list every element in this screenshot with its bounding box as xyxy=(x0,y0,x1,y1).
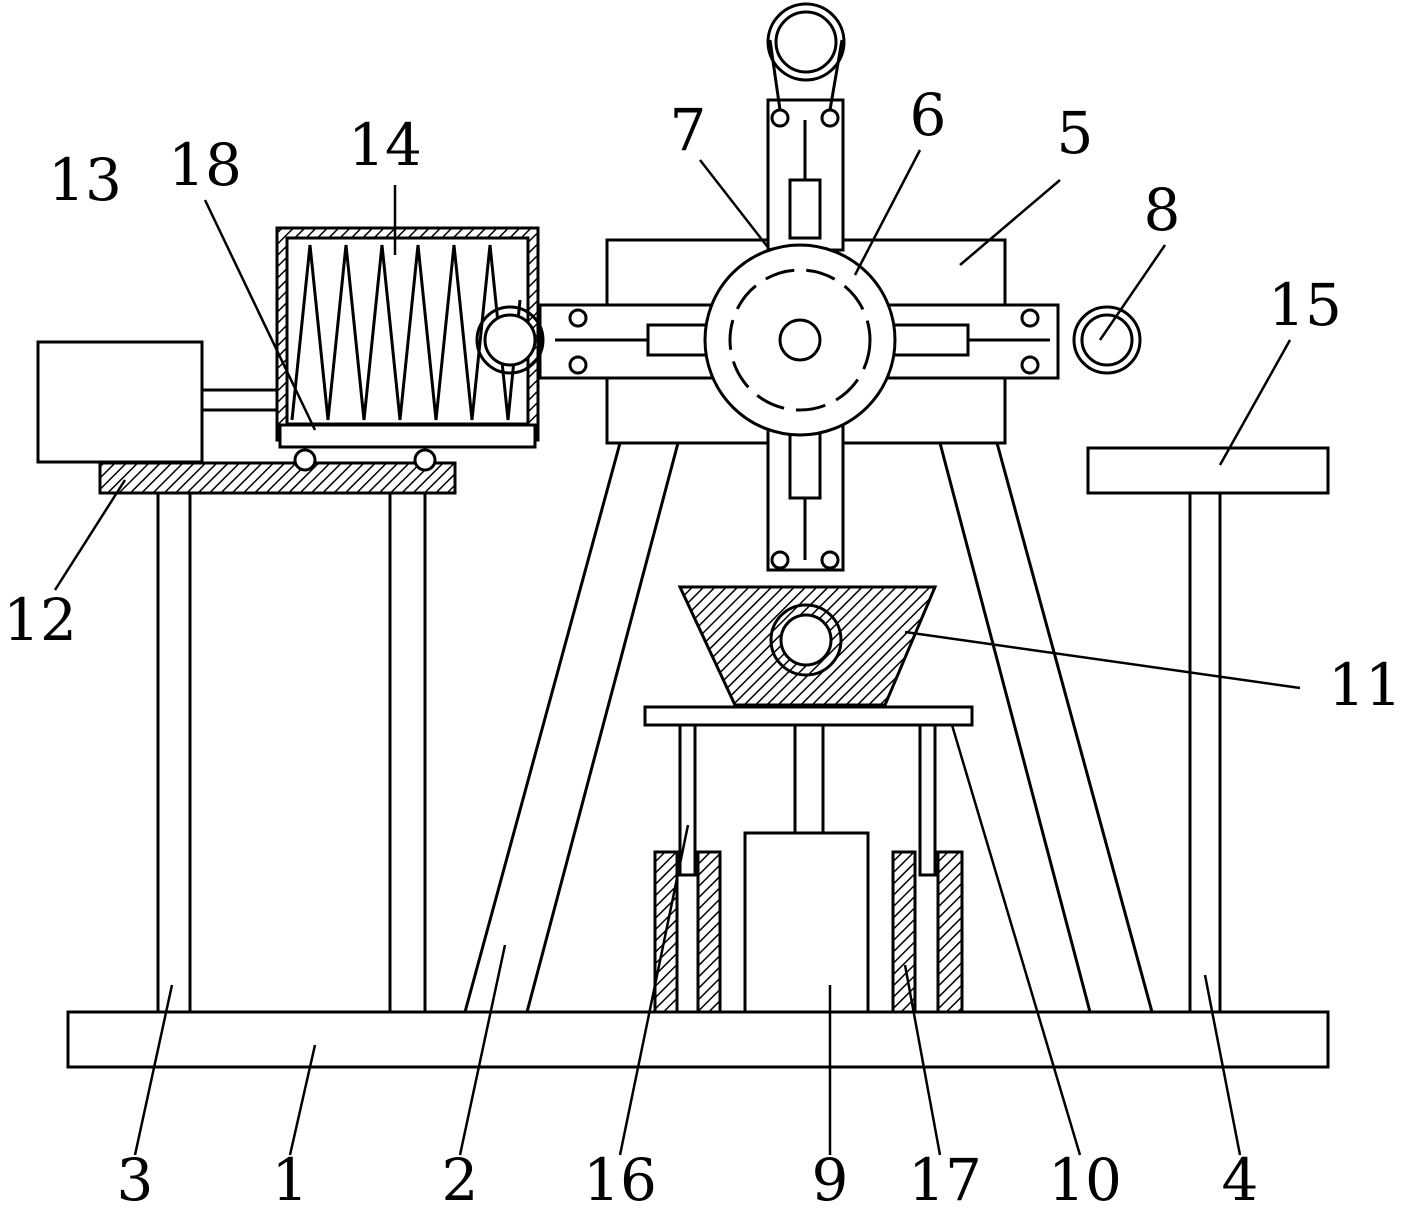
base xyxy=(68,1012,1328,1067)
right-table xyxy=(1088,448,1328,493)
label-17: 17 xyxy=(908,1146,982,1214)
label-7: 7 xyxy=(670,96,707,164)
slide-plate xyxy=(280,425,535,447)
motor xyxy=(38,342,202,462)
label-1: 1 xyxy=(272,1146,309,1214)
label-11: 11 xyxy=(1328,651,1402,719)
label-9: 9 xyxy=(812,1146,849,1214)
label-13: 13 xyxy=(48,146,122,214)
label-18: 18 xyxy=(168,131,242,199)
platform xyxy=(645,707,972,725)
label-6: 6 xyxy=(910,81,947,149)
lift-cylinder xyxy=(745,833,868,1012)
label-14: 14 xyxy=(348,111,422,179)
label-10: 10 xyxy=(1048,1146,1122,1214)
label-12: 12 xyxy=(3,586,77,654)
label-15: 15 xyxy=(1268,271,1342,339)
label-16: 16 xyxy=(583,1146,657,1214)
label-4: 4 xyxy=(1222,1146,1259,1214)
hub xyxy=(780,320,820,360)
label-2: 2 xyxy=(442,1146,479,1214)
label-5: 5 xyxy=(1057,99,1094,167)
label-3: 3 xyxy=(117,1146,154,1214)
left-table xyxy=(100,463,455,1012)
label-8: 8 xyxy=(1144,176,1181,244)
